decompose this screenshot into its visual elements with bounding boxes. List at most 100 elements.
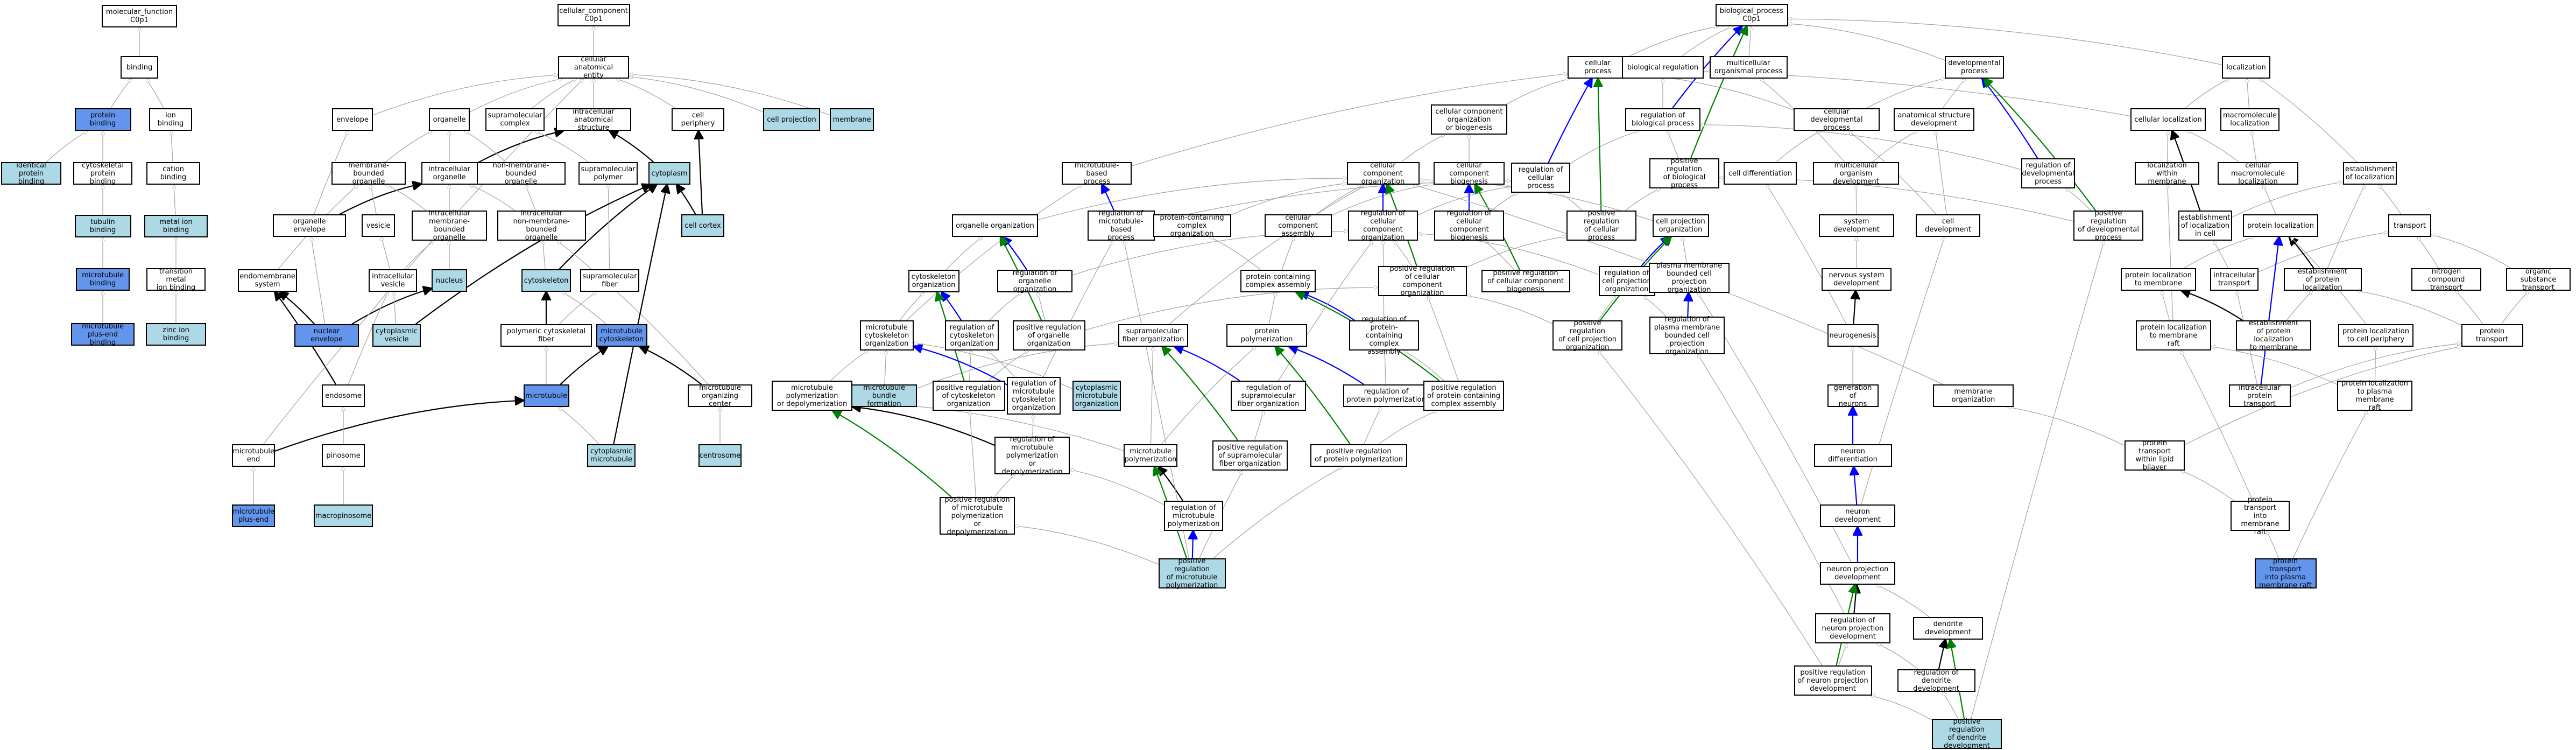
go-term-node-orgsubtrans[interactable]: organic substance transport <box>2506 268 2571 292</box>
go-term-node-regcytoskorg[interactable]: regulation of cytoskeleton organization <box>945 320 999 351</box>
go-term-node-regccorg[interactable]: regulation of cellular component organiz… <box>1348 209 1418 242</box>
go-term-node-metalbind[interactable]: metal ion binding <box>144 215 208 237</box>
go-term-node-devproc[interactable]: developmental process <box>1945 56 2004 79</box>
go-term-node-dendritedev[interactable]: dendrite development <box>1913 617 1983 640</box>
go-term-node-prottranspmraft[interactable]: protein transport into plasma membrane r… <box>2254 557 2317 590</box>
go-term-node-posregcytoskorg[interactable]: positive regulation of cytoskeleton orga… <box>932 381 1005 411</box>
go-term-node-intracellstruct[interactable]: intracellular anatomical structure <box>556 108 631 132</box>
go-term-node-regorgorg[interactable]: regulation of organelle organization <box>997 269 1072 293</box>
go-term-node-orgenv[interactable]: organelle envelope <box>273 214 346 237</box>
go-term-node-centrosome[interactable]: centrosome <box>698 444 742 467</box>
go-term-node-cytoskorg[interactable]: cytoskeleton organization <box>908 270 959 292</box>
go-term-node-estloc[interactable]: establishment of localization <box>2343 162 2397 185</box>
go-term-node-bioreg[interactable]: biological regulation <box>1622 56 1704 79</box>
go-term-node-transport[interactable]: transport <box>2388 214 2431 237</box>
go-term-node-cytomt[interactable]: cytoplasmic microtubule <box>587 444 636 467</box>
go-term-node-posregdendritedev[interactable]: positive regulation of dendrite developm… <box>1932 718 2002 750</box>
go-term-node-regccbio[interactable]: regulation of cellular component biogene… <box>1434 209 1504 242</box>
go-term-node-mtend[interactable]: microtubule end <box>232 444 275 467</box>
go-term-node-posregneuronprojdev[interactable]: positive regulation of neuron projection… <box>1794 665 1872 696</box>
go-term-node-organelle[interactable]: organelle <box>429 108 470 131</box>
go-term-node-protlocmemb[interactable]: protein localization to membrane <box>2121 268 2196 291</box>
go-term-node-membraneorg[interactable]: membrane organization <box>1933 384 2014 407</box>
go-term-node-neurogenesis[interactable]: neurogenesis <box>1827 324 1879 347</box>
go-term-node-localization[interactable]: localization <box>2222 56 2270 79</box>
go-term-node-nucenv[interactable]: nuclear envelope <box>294 324 359 347</box>
go-term-node-cc[interactable]: cellular_component C0p1 <box>557 4 630 26</box>
go-term-node-celldevproc[interactable]: cellular developmental process <box>1794 108 1880 132</box>
go-term-node-orgorg[interactable]: organelle organization <box>952 214 1038 237</box>
go-term-node-posregbio[interactable]: positive regulation of biological proces… <box>1649 157 1719 190</box>
go-term-node-ccob[interactable]: cellular component organization or bioge… <box>1431 104 1507 135</box>
go-term-node-macroloc[interactable]: macromolecule localization <box>2220 108 2279 131</box>
go-term-node-membbound[interactable]: membrane-bounded organelle <box>331 162 406 186</box>
go-term-node-mtcytoskorg[interactable]: microtubule cytoskeleton organization <box>860 320 914 351</box>
go-term-node-microtubule[interactable]: microtubule <box>523 384 569 407</box>
go-term-node-prottranslipid[interactable]: protein transport within lipid bilayer <box>2125 439 2185 472</box>
go-term-node-estprotlocmemb[interactable]: establishment of protein localization to… <box>2236 319 2311 352</box>
go-term-node-protbind[interactable]: protein binding <box>74 108 131 131</box>
go-term-node-ccassembly[interactable]: cellular component assembly <box>1264 214 1332 238</box>
go-term-node-regmtpolydepoly[interactable]: regulation of microtubule polymerization… <box>994 436 1070 476</box>
go-term-node-regcellproc[interactable]: regulation of cellular process <box>1511 163 1570 193</box>
go-term-node-pinosome[interactable]: pinosome <box>322 444 365 467</box>
go-term-node-cellprojorg[interactable]: cell projection organization <box>1652 214 1709 237</box>
go-term-node-mtoc[interactable]: microtubule organizing center <box>688 384 752 408</box>
go-term-node-protlocperiph[interactable]: protein localization to cell periphery <box>2338 324 2413 347</box>
go-term-node-cellcortex[interactable]: cell cortex <box>681 214 724 237</box>
go-term-node-estlocincell[interactable]: establishment of localization in cell <box>2178 211 2232 241</box>
go-term-node-cytoskprot[interactable]: cytoskeletal protein binding <box>73 162 132 186</box>
go-term-node-mf[interactable]: molecular_function C0p1 <box>102 5 177 27</box>
go-term-node-posregccbio[interactable]: positive regulation of cellular componen… <box>1481 269 1570 293</box>
go-term-node-neurondiff[interactable]: neuron differentiation <box>1813 444 1892 467</box>
go-term-node-protloc[interactable]: protein localization <box>2243 214 2318 237</box>
go-term-node-cellperiph[interactable]: cell periphery <box>672 108 724 131</box>
go-term-node-regcellprojorg[interactable]: regulation of cell projection organizati… <box>1598 266 1655 296</box>
go-term-node-neuronprojdev[interactable]: neuron projection development <box>1820 562 1895 585</box>
go-term-node-mtbundle[interactable]: microtubule bundle formation <box>851 384 917 408</box>
go-term-node-supapoly[interactable]: supramolecular polymer <box>578 162 638 185</box>
go-term-node-posregorgorg[interactable]: positive regulation of organelle organiz… <box>1012 320 1085 351</box>
go-term-node-cellproj[interactable]: cell projection <box>763 108 820 131</box>
go-term-node-intranonmemb[interactable]: intracellular non-membrane-bounded organ… <box>497 209 586 242</box>
go-term-node-posregpcassembly[interactable]: positive regulation of protein-containin… <box>1423 381 1504 411</box>
go-term-node-cellmacroloc[interactable]: cellular macromolecule localization <box>2218 162 2298 186</box>
go-term-node-anatdev[interactable]: anatomical structure development <box>1894 108 1974 131</box>
go-term-node-protlocraft[interactable]: protein localization to membrane raft <box>2136 320 2211 351</box>
go-term-node-nucleus[interactable]: nucleus <box>432 269 467 292</box>
go-term-node-mtcytosk[interactable]: microtubule cytoskeleton <box>596 324 647 347</box>
go-term-node-regmtbased[interactable]: regulation of microtubule-based process <box>1087 209 1155 242</box>
go-term-node-mtbind[interactable]: microtubule binding <box>76 268 130 291</box>
go-term-node-nonmemb[interactable]: non-membrane-bounded organelle <box>476 162 566 186</box>
go-term-node-regsupafiberorg[interactable]: regulation of supramolecular fiber organ… <box>1231 381 1306 411</box>
go-term-node-sysdev[interactable]: system development <box>1819 214 1894 237</box>
go-term-node-prottransport[interactable]: protein transport <box>2461 324 2523 347</box>
go-term-node-supafiberorg[interactable]: supramolecular fiber organization <box>1118 324 1188 347</box>
go-term-node-cae[interactable]: cellular anatomical entity <box>558 55 629 80</box>
go-term-node-mtpoly[interactable]: microtubule polymerization <box>1124 444 1177 467</box>
go-term-node-regpcassembly[interactable]: regulation of protein-containing complex… <box>1349 316 1419 356</box>
go-term-node-cationbind[interactable]: cation binding <box>146 162 200 185</box>
go-term-node-protlocpmraft[interactable]: protein localization to plasma membrane … <box>2337 380 2412 412</box>
go-term-node-cellloc[interactable]: cellular localization <box>2130 108 2206 131</box>
go-term-node-pcassembly[interactable]: protein-containing complex assembly <box>1240 270 1316 292</box>
go-term-node-endosome[interactable]: endosome <box>322 384 365 407</box>
go-term-node-ccbio[interactable]: cellular component biogenesis <box>1434 162 1505 186</box>
go-term-node-regmtcytoskorg[interactable]: regulation of microtubule cytoskeleton o… <box>1007 377 1061 415</box>
go-term-node-endomemb[interactable]: endomembrane system <box>238 269 297 292</box>
go-term-node-celldev[interactable]: cell development <box>1916 214 1980 237</box>
go-term-node-multidev[interactable]: multicellular organism development <box>1813 162 1899 186</box>
go-term-node-tubbind[interactable]: tubulin binding <box>74 215 131 237</box>
go-term-node-cytoskeleton[interactable]: cytoskeleton <box>521 269 571 292</box>
go-term-node-mtplusbind[interactable]: microtubule plus-end binding <box>71 323 135 347</box>
go-term-node-posregccorg[interactable]: positive regulation of cellular componen… <box>1378 265 1467 297</box>
go-term-node-protpoly[interactable]: protein polymerization <box>1226 324 1307 347</box>
go-term-node-intraprottrans[interactable]: intracellular protein transport <box>2228 384 2291 408</box>
go-term-node-cytomtorg[interactable]: cytoplasmic microtubule organization <box>1072 381 1121 411</box>
go-term-node-intratransport[interactable]: intracellular transport <box>2210 268 2259 291</box>
go-term-node-macropino[interactable]: macropinosome <box>314 504 373 527</box>
go-term-node-zincbind[interactable]: zinc ion binding <box>146 323 206 346</box>
go-term-node-nsdev[interactable]: nervous system development <box>1822 268 1892 291</box>
go-term-node-binding[interactable]: binding <box>121 56 158 79</box>
go-term-node-posregmtpoly[interactable]: positive regulation of microtubule polym… <box>1158 557 1226 590</box>
